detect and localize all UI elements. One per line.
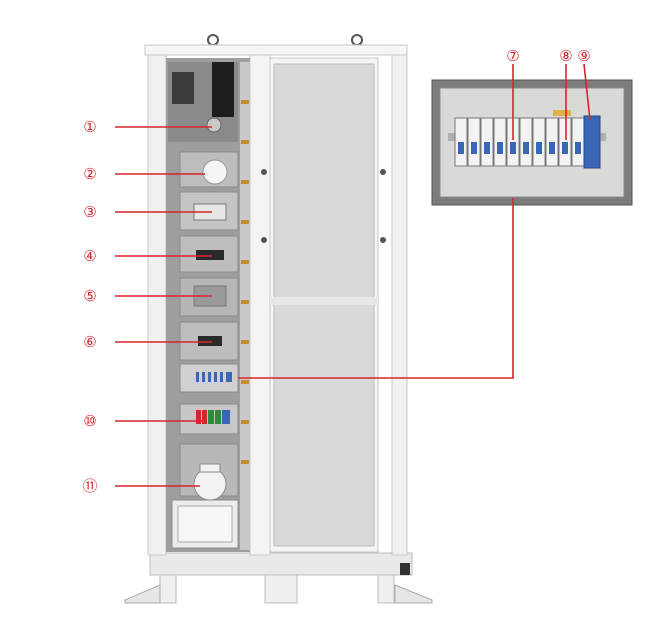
leader-9 <box>583 63 591 121</box>
callout-2: ② <box>83 165 96 183</box>
callout-11: ⑪ <box>82 477 97 495</box>
callout-4: ④ <box>83 247 96 265</box>
right-compartment <box>269 57 379 553</box>
callout-10: ⑩ <box>83 412 96 430</box>
callout-labels: ① ② ③ ④ ⑤ ⑥ ⑦ ⑧ ⑨ ⑩ ⑪ <box>82 47 590 495</box>
left-compartment <box>166 58 250 552</box>
callout-1: ① <box>83 118 96 136</box>
callout-3: ③ <box>83 203 96 221</box>
callout-7: ⑦ <box>506 47 519 65</box>
callout-6: ⑥ <box>83 333 96 351</box>
callout-8: ⑧ <box>559 47 572 65</box>
callout-5: ⑤ <box>83 287 96 305</box>
leader-inset <box>238 198 514 379</box>
breaker-row <box>454 110 601 169</box>
cabinet-base <box>124 552 433 604</box>
callout-9: ⑨ <box>577 47 590 65</box>
callout-leaders <box>115 63 591 487</box>
breaker-inset <box>431 79 633 206</box>
